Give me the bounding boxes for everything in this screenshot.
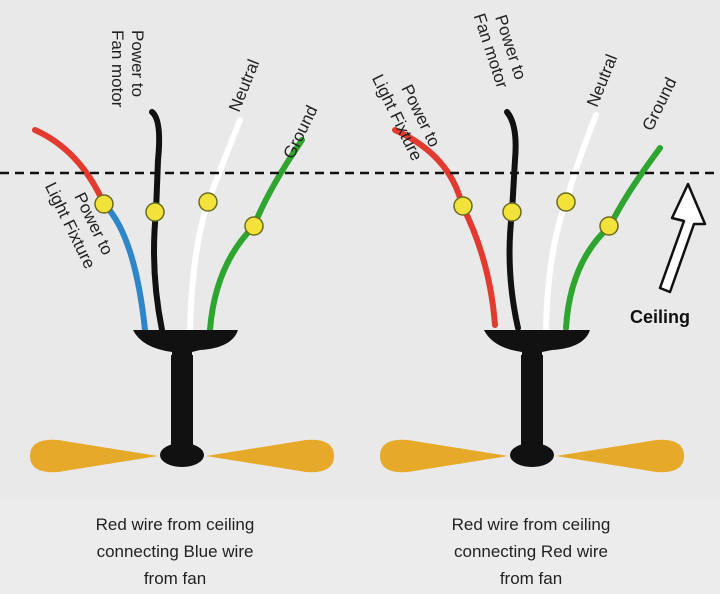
right-fan-hub [510, 443, 554, 467]
left-label-ground: Ground [280, 102, 322, 161]
left-connector-red-blue [94, 194, 114, 214]
caption-right: Red wire from ceiling connecting Red wir… [366, 511, 696, 592]
caption-left-line3: from fan [143, 569, 207, 588]
left-connector-white [198, 192, 218, 212]
left-fan-blade-right [206, 439, 334, 473]
ceiling-arrow [658, 182, 707, 294]
caption-left-line1: Red wire from ceiling [95, 515, 255, 534]
caption-right-line3: from fan [499, 569, 563, 588]
right-fan-downrod [521, 355, 543, 450]
left-label-power-to-fan-motor-line2: Fan motor [108, 30, 127, 108]
right-label-neutral-text: Neutral [583, 52, 621, 110]
right-connector-green [599, 216, 619, 236]
left-connector-black [145, 202, 165, 222]
caption-left-line2: connecting Blue wire [96, 542, 254, 561]
ceiling-label: Ceiling [630, 307, 690, 327]
right-connector-black [502, 202, 522, 222]
left-fan-diagram [30, 109, 334, 473]
right-label-power-to-light-fixture: Power to Light Fixture [368, 71, 444, 163]
left-connector-green [244, 216, 264, 236]
left-label-neutral-text: Neutral [225, 57, 263, 115]
left-label-power-to-fan-motor: Power to Fan motor [108, 30, 147, 108]
left-fan-downrod [171, 355, 193, 450]
right-label-ground-text: Ground [639, 74, 681, 133]
caption-left: Red wire from ceiling connecting Blue wi… [10, 511, 340, 592]
left-label-power-to-light-fixture: Power to Light Fixture [41, 179, 117, 271]
right-green-wire [563, 145, 663, 331]
right-label-neutral: Neutral [583, 52, 621, 110]
left-label-ground-text: Ground [280, 102, 322, 161]
caption-right-line1: Red wire from ceiling [451, 515, 611, 534]
left-red-wire [32, 127, 107, 207]
right-connector-red [453, 196, 473, 216]
left-fan-canopy [133, 330, 238, 360]
left-label-neutral: Neutral [225, 57, 263, 115]
right-fan-canopy [484, 330, 590, 360]
right-label-power-to-fan-motor: Power to Fan motor [470, 11, 530, 91]
right-connector-white [556, 192, 576, 212]
caption-band [0, 500, 720, 594]
caption-right-line2: connecting Red wire [453, 542, 609, 561]
right-label-ground: Ground [639, 74, 681, 133]
right-fan-blade-right [556, 439, 684, 473]
left-fan-hub [160, 443, 204, 467]
left-label-power-to-fan-motor-line1: Power to [128, 30, 147, 97]
right-fan-diagram [380, 109, 684, 473]
right-fan-blade-left [380, 439, 508, 473]
left-blue-wire [101, 201, 148, 333]
left-fan-blade-left [30, 439, 158, 473]
